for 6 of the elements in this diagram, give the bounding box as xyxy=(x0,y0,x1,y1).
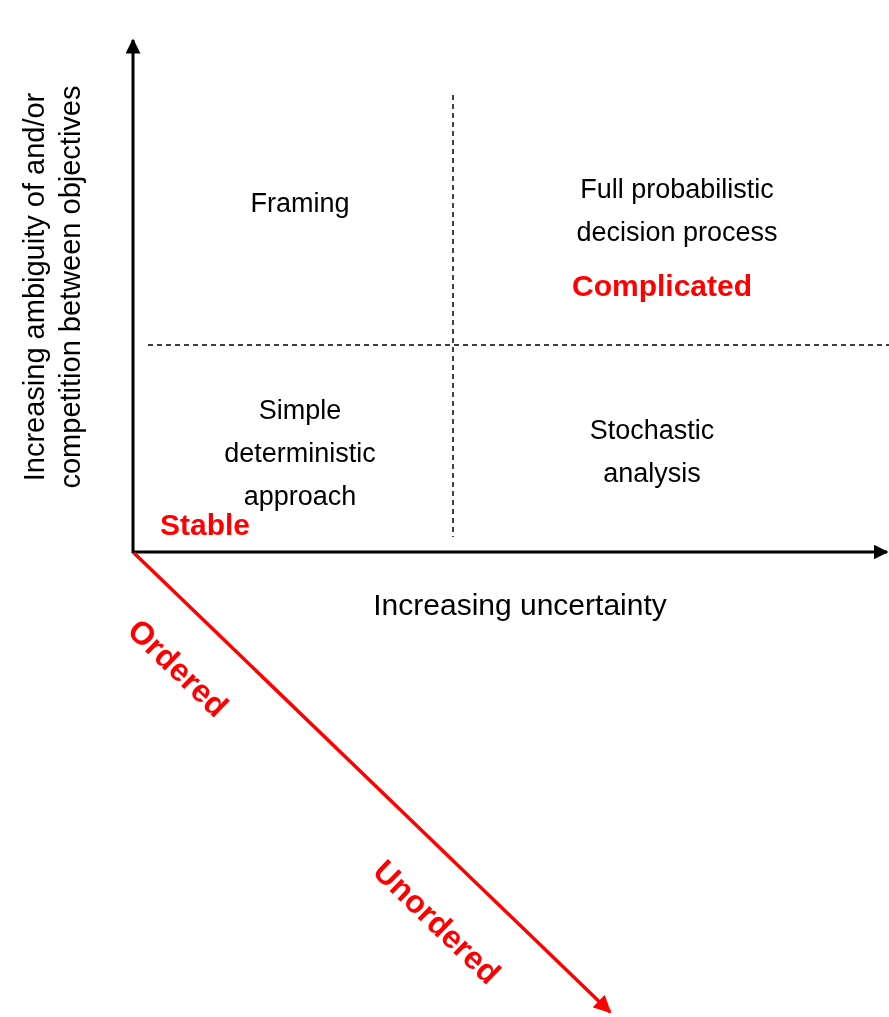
region-label: Complicated xyxy=(571,268,753,304)
axis-title: Increasing ambiguity of and/or competition between objectives xyxy=(16,84,87,491)
quadrant-label: Full probabilistic decision process xyxy=(575,172,779,249)
quadrant-label: Framing xyxy=(249,186,351,220)
axis-title: Increasing uncertainty xyxy=(372,587,668,623)
quadrant-label: Stochastic analysis xyxy=(588,413,716,490)
